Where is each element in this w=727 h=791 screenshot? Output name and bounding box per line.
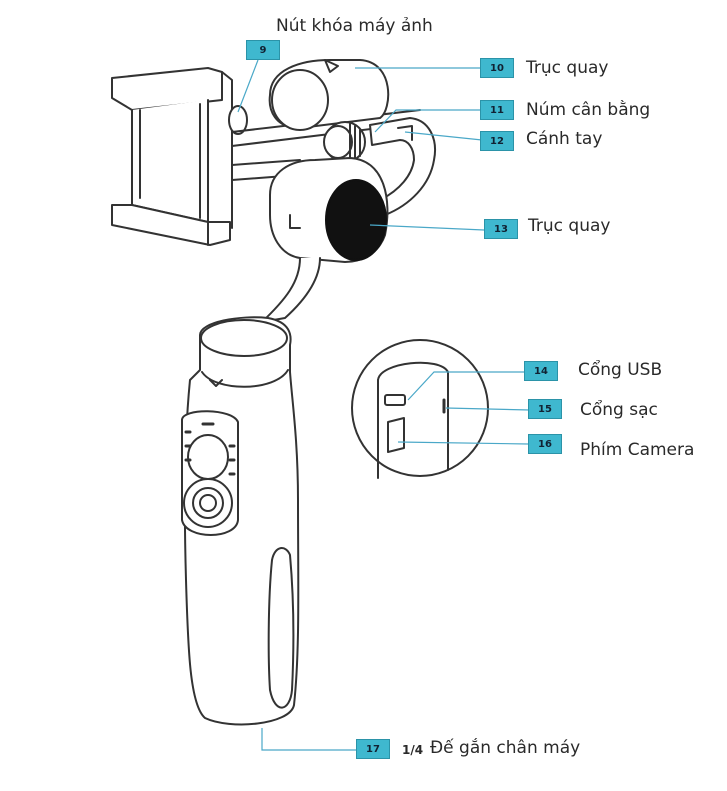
label-camera-lock: Nút khóa máy ảnh [276, 16, 433, 36]
badge-10: 10 [480, 58, 514, 78]
badge-13: 13 [484, 219, 518, 239]
badge-16: 16 [528, 434, 562, 454]
phone-clamp [111, 67, 233, 246]
badge-9: 9 [246, 40, 280, 60]
camera-lock-knob [228, 105, 248, 135]
label-arm: Cánh tay [526, 129, 603, 149]
balance-knob [323, 121, 366, 163]
leader-lines [237, 59, 531, 751]
lower-motor [269, 157, 389, 263]
label-lower-axis: Trục quay [528, 216, 611, 236]
label-usb-port: Cổng USB [578, 360, 663, 380]
badge-12: 12 [480, 131, 514, 151]
upper-motor [268, 59, 390, 131]
label-thread-size: 1/4 [402, 743, 424, 757]
lower-arm [261, 257, 321, 323]
label-tripod-mount: Đế gắn chân máy [430, 738, 581, 758]
label-charge-port: Cổng sạc [580, 400, 658, 420]
label-camera-button: Phím Camera [580, 440, 695, 460]
badge-11: 11 [480, 100, 514, 120]
label-upper-axis: Trục quay [526, 58, 609, 78]
badge-15: 15 [528, 399, 562, 419]
badge-17: 17 [356, 739, 390, 759]
badge-14: 14 [524, 361, 558, 381]
control-panel [181, 410, 239, 536]
label-balance-knob: Núm cân bằng [526, 100, 651, 120]
port-detail-inset [351, 339, 489, 479]
